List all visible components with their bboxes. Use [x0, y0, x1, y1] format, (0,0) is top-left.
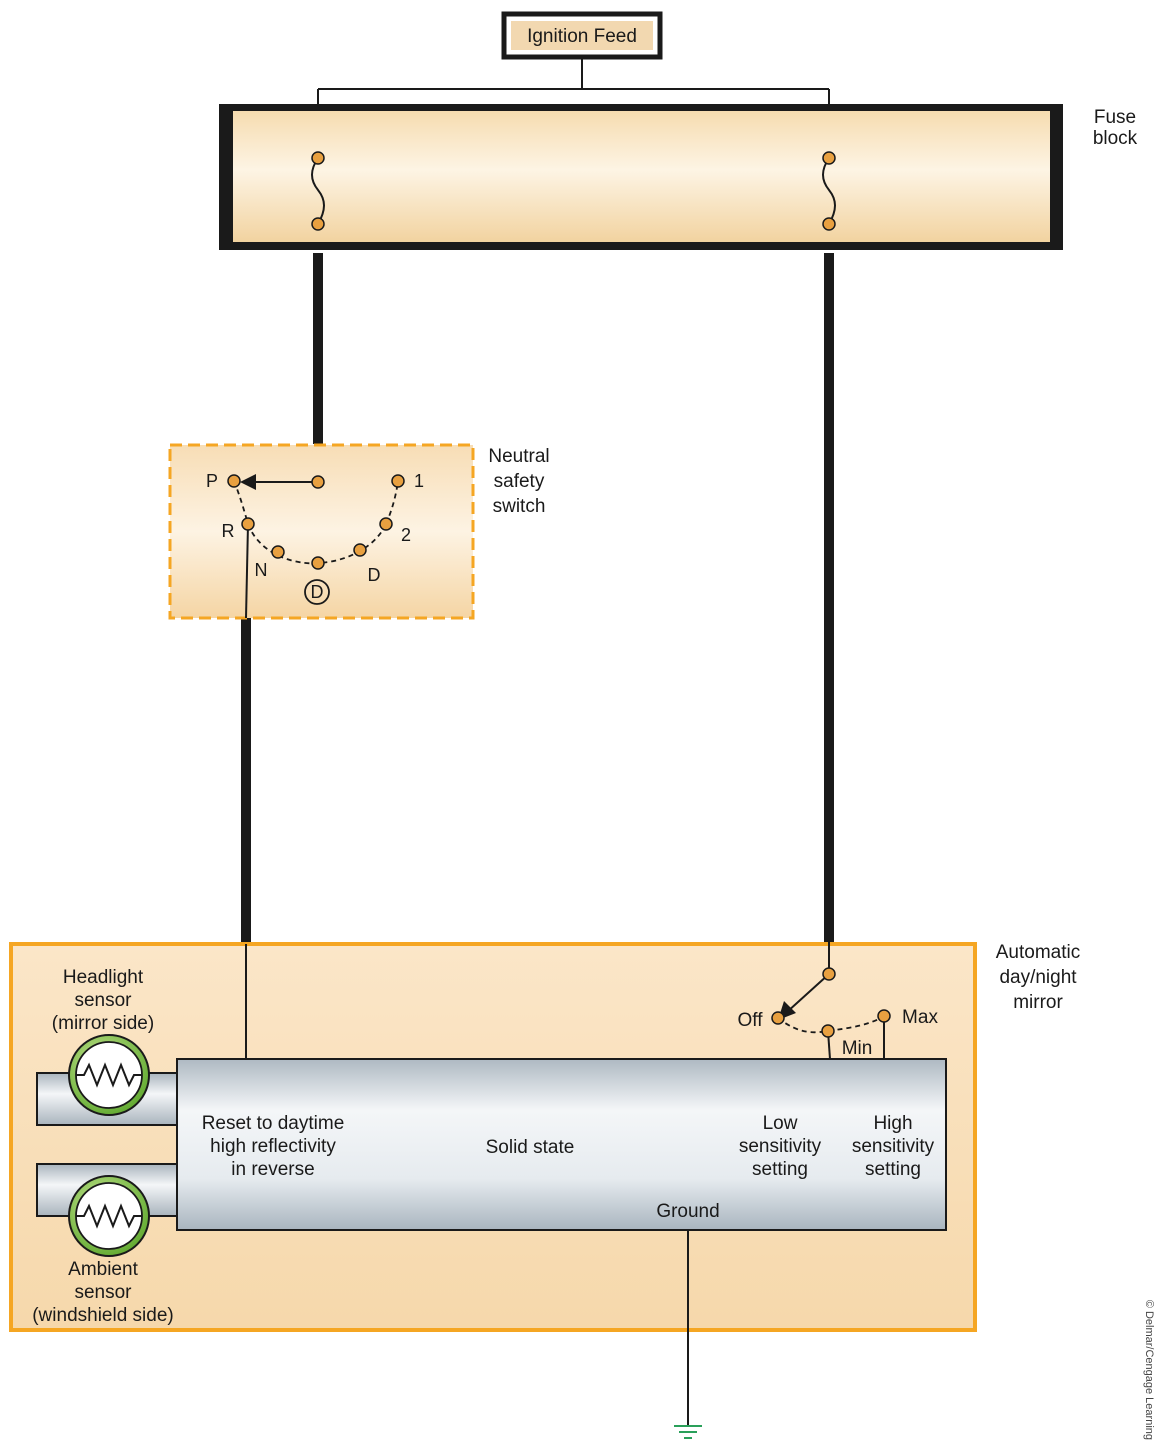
- nss-label-p: P: [206, 471, 218, 491]
- headlight-sensor-line3: (mirror side): [52, 1013, 154, 1034]
- nss-title-line3: switch: [493, 496, 546, 517]
- switch-label-min: Min: [842, 1038, 873, 1059]
- reset-text-line2: high reflectivity: [210, 1136, 336, 1157]
- nss-label-2: 2: [401, 525, 411, 545]
- mirror-switch-max-terminal: [877, 1009, 891, 1023]
- ground-symbol: [674, 1230, 702, 1439]
- headlight-sensor-line2: sensor: [74, 990, 132, 1011]
- nss-title-line2: safety: [494, 471, 545, 492]
- solid-state-module: [176, 1058, 947, 1231]
- mirror-title-line3: mirror: [1013, 992, 1063, 1013]
- nss-label-r: R: [222, 521, 235, 541]
- headlight-sensor-line1: Headlight: [63, 967, 144, 988]
- nss-terminal-1: [391, 474, 405, 488]
- high-setting-line2: sensitivity: [852, 1136, 935, 1157]
- mirror-switch-off-terminal: [771, 1011, 785, 1025]
- solid-state-label: Solid state: [486, 1137, 575, 1158]
- nss-label-1: 1: [414, 471, 424, 491]
- fuse-block: [219, 104, 1063, 250]
- fuse-left: [311, 151, 325, 231]
- mirror-switch-min-terminal: [821, 1024, 835, 1038]
- thick-wires: [241, 253, 834, 944]
- ambient-sensor-line3: (windshield side): [32, 1305, 174, 1326]
- ambient-sensor-line2: sensor: [74, 1282, 132, 1303]
- headlight-sensor-icon: [68, 1034, 150, 1116]
- ambient-sensor-icon: [68, 1175, 150, 1257]
- ignition-feed-label: Ignition Feed: [527, 26, 637, 47]
- fuse-block-label-line2: block: [1093, 128, 1138, 149]
- mirror-switch-common-terminal: [822, 967, 836, 981]
- low-setting-line3: setting: [752, 1159, 808, 1180]
- nss-label-n: N: [255, 560, 268, 580]
- nss-terminal-d-circle: [311, 556, 325, 570]
- ground-label: Ground: [656, 1201, 719, 1222]
- mirror-title-line2: day/night: [999, 967, 1077, 988]
- nss-label-d: D: [368, 565, 381, 585]
- switch-label-max: Max: [902, 1007, 938, 1028]
- reset-text-line3: in reverse: [231, 1159, 314, 1180]
- nss-terminal-d: [353, 543, 367, 557]
- reset-text-line1: Reset to daytime: [202, 1113, 345, 1134]
- nss-label-d-circle: D: [311, 582, 324, 602]
- high-setting-line3: setting: [865, 1159, 921, 1180]
- nss-common-terminal: [311, 475, 325, 489]
- low-setting-line2: sensitivity: [739, 1136, 822, 1157]
- sensitivity-switch: [771, 942, 891, 1060]
- switch-label-off: Off: [738, 1010, 764, 1031]
- fuse-right: [822, 151, 836, 231]
- nss-terminal-n: [271, 545, 285, 559]
- neutral-safety-switch: [168, 443, 475, 620]
- fuse-block-label-line1: Fuse: [1094, 107, 1136, 128]
- high-setting-line1: High: [873, 1113, 912, 1134]
- nss-terminal-r: [241, 517, 255, 531]
- nss-terminal-2: [379, 517, 393, 531]
- nss-title-line1: Neutral: [488, 446, 549, 467]
- copyright-text: © Delmar/Cengage Learning: [1143, 1300, 1154, 1440]
- mirror-title-line1: Automatic: [996, 942, 1080, 963]
- ignition-feed-box: Ignition Feed: [501, 11, 663, 60]
- nss-terminal-p: [227, 474, 241, 488]
- ambient-sensor-line1: Ambient: [68, 1259, 138, 1280]
- low-setting-line1: Low: [763, 1113, 798, 1134]
